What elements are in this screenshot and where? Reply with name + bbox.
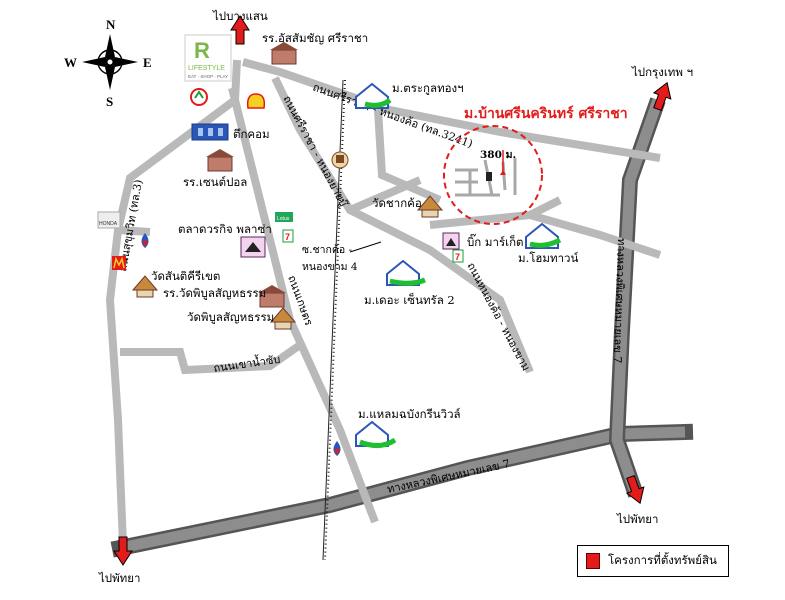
label-school-assumption: รร.อัสสัมชัญ ศรีราชา [262, 31, 368, 45]
road-label-highway-7-vertical: ทางหลวงพิเศษหมายเลข 7 [611, 238, 628, 364]
label-market-plaza: ตลาดวรกิจ พลาซ่า [178, 222, 272, 236]
road-west-small [117, 226, 151, 236]
road-label-nongkho-2: ถนนหนองค้อ - หนองขาม [464, 260, 532, 373]
market-icon [240, 236, 266, 258]
label-village-trakul: ม.ตระกูลทองฯ [392, 81, 464, 95]
soi-pointer [349, 241, 382, 253]
ptt-fuel-icon-2 [333, 441, 341, 456]
kasikorn-bank-icon [190, 88, 208, 106]
village-icon-central [386, 259, 426, 286]
project-marker [486, 172, 492, 181]
lifestyle-logo: R LIFESTYLE EAT · SHOP · PLAY [184, 34, 232, 82]
compass-north: N [106, 17, 116, 32]
svg-text:7: 7 [455, 252, 460, 262]
big-market-icon [442, 232, 460, 250]
road-tesco-east [528, 196, 562, 219]
village-icon-laemchabang [355, 420, 397, 448]
label-village-laemchabang: ม.แหลมฉบังกรีนวิวล์ [358, 407, 461, 421]
school-icon-wat-piboon [258, 285, 286, 308]
school-icon-assumption [270, 42, 298, 65]
khao-nam-sap-road [120, 341, 303, 375]
arrow-pattaya-right [625, 474, 645, 505]
label-wat-chakkho: วัดชากค้อ [372, 196, 422, 210]
road-label-highway-7: ทางหลวงพิเศษหมายเลข 7 [386, 457, 511, 496]
road-central-1 [348, 176, 422, 214]
label-to-bangkok: ไปกรุงเทพ ฯ [631, 65, 693, 79]
svg-text:EAT · SHOP · PLAY: EAT · SHOP · PLAY [188, 74, 228, 79]
shell-icon [246, 93, 266, 109]
compass-east: E [143, 55, 152, 70]
ptt-fuel-icon-1 [141, 233, 149, 248]
label-school-wat-piboon: รร.วัดพิบูลสัญหธรรม [163, 286, 266, 300]
svg-text:7: 7 [285, 232, 290, 242]
label-tuk-com: ตึกคอม [233, 127, 270, 141]
legend-marker-swatch [586, 553, 600, 569]
compass-south: S [106, 94, 113, 109]
svg-text:HONDA: HONDA [99, 221, 118, 227]
arrow-bangsaen [230, 15, 250, 45]
road-east [429, 210, 662, 259]
seven-eleven-icon-1: 7 [282, 229, 294, 243]
label-school-st-paul: รร.เซนต์ปอล [183, 175, 247, 189]
village-icon-home-town [525, 222, 562, 249]
arrow-pattaya-left [113, 536, 133, 566]
label-soi-1: ซ.ชากค้อ - [302, 244, 353, 256]
project-name: ม.บ้านศรีนครินทร์ ศรีราชา [464, 105, 628, 122]
map-legend: โครงการที่ตั้งทรัพย์สิน [577, 545, 729, 577]
temple-icon-wat-piboon [269, 307, 297, 330]
label-wat-piboon: วัดพิบูลสัญหธรรม [187, 310, 274, 324]
temple-icon-chakkho [416, 195, 444, 218]
svg-text:Lotus: Lotus [277, 216, 290, 222]
local-roads [105, 58, 662, 546]
label-big-market: บิ๊ก มาร์เก็ต [467, 233, 524, 249]
label-to-pattaya-right: ไปพัทยา [616, 512, 658, 526]
svg-text:R: R [194, 38, 210, 63]
compass-rose [82, 34, 138, 90]
temple-icon-santikhiri [131, 275, 159, 298]
compass-west: W [64, 55, 77, 70]
village-icon-trakul [355, 82, 392, 109]
svg-text:LIFESTYLE: LIFESTYLE [188, 65, 225, 72]
label-to-bangsaen: ไปบางแสน [212, 9, 268, 23]
label-village-home-town: ม.โฮมทาวน์ [518, 251, 579, 265]
seven-eleven-icon-2: 7 [452, 249, 464, 263]
label-soi-2: หนองขาม 4 [302, 261, 358, 273]
train-station-icon [331, 151, 349, 169]
sriracha-nongkho-road [241, 58, 661, 162]
honda-logo: HONDA [97, 211, 121, 229]
lotus-sign: Lotus [275, 212, 293, 222]
building-icon-tuk-com [191, 123, 229, 141]
label-to-pattaya-left: ไปพัทยา [98, 571, 140, 585]
label-village-central: ม.เดอะ เซ็นทรัล 2 [364, 292, 455, 307]
arrow-bangkok [652, 81, 672, 112]
mcdonalds-icon [112, 256, 126, 270]
project-distance: 380 ม. [480, 149, 516, 161]
road-north-branch [374, 109, 442, 204]
legend-label: โครงการที่ตั้งทรัพย์สิน [608, 553, 717, 567]
road-label-khao-nam-sap: ถนนเขาน้ำซับ [212, 351, 281, 375]
label-wat-santikhiri: วัดสันติคีรีเขต [151, 269, 220, 283]
project-area [443, 125, 543, 225]
school-icon-st-paul [206, 149, 234, 172]
sriracha-nongyaibu-road [271, 76, 534, 374]
